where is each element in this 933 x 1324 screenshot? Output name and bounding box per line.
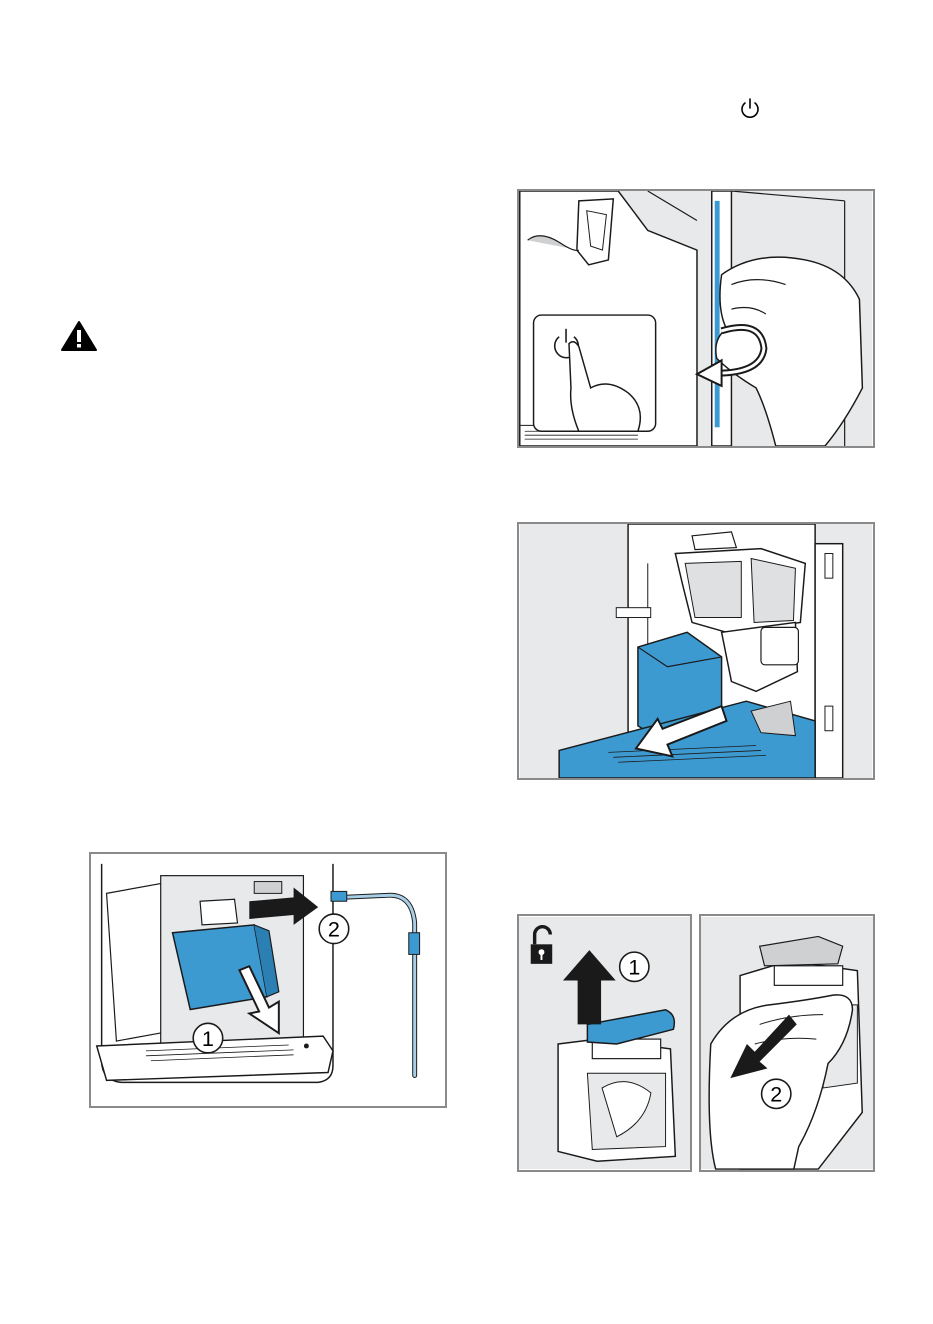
svg-text:2: 2	[328, 917, 340, 942]
figure-pull-brew-unit: 2	[699, 914, 875, 1172]
svg-text:1: 1	[628, 956, 640, 980]
power-symbol	[739, 96, 761, 120]
power-icon	[739, 96, 761, 120]
figure-drip-tray	[517, 522, 875, 780]
svg-text:2: 2	[770, 1083, 782, 1107]
figure-tray-remove: 1 2	[89, 852, 447, 1108]
figure-power-off	[517, 189, 875, 448]
svg-text:1: 1	[202, 1026, 214, 1051]
figure-unlock: 1	[517, 914, 692, 1172]
warning-triangle-icon	[60, 320, 98, 352]
